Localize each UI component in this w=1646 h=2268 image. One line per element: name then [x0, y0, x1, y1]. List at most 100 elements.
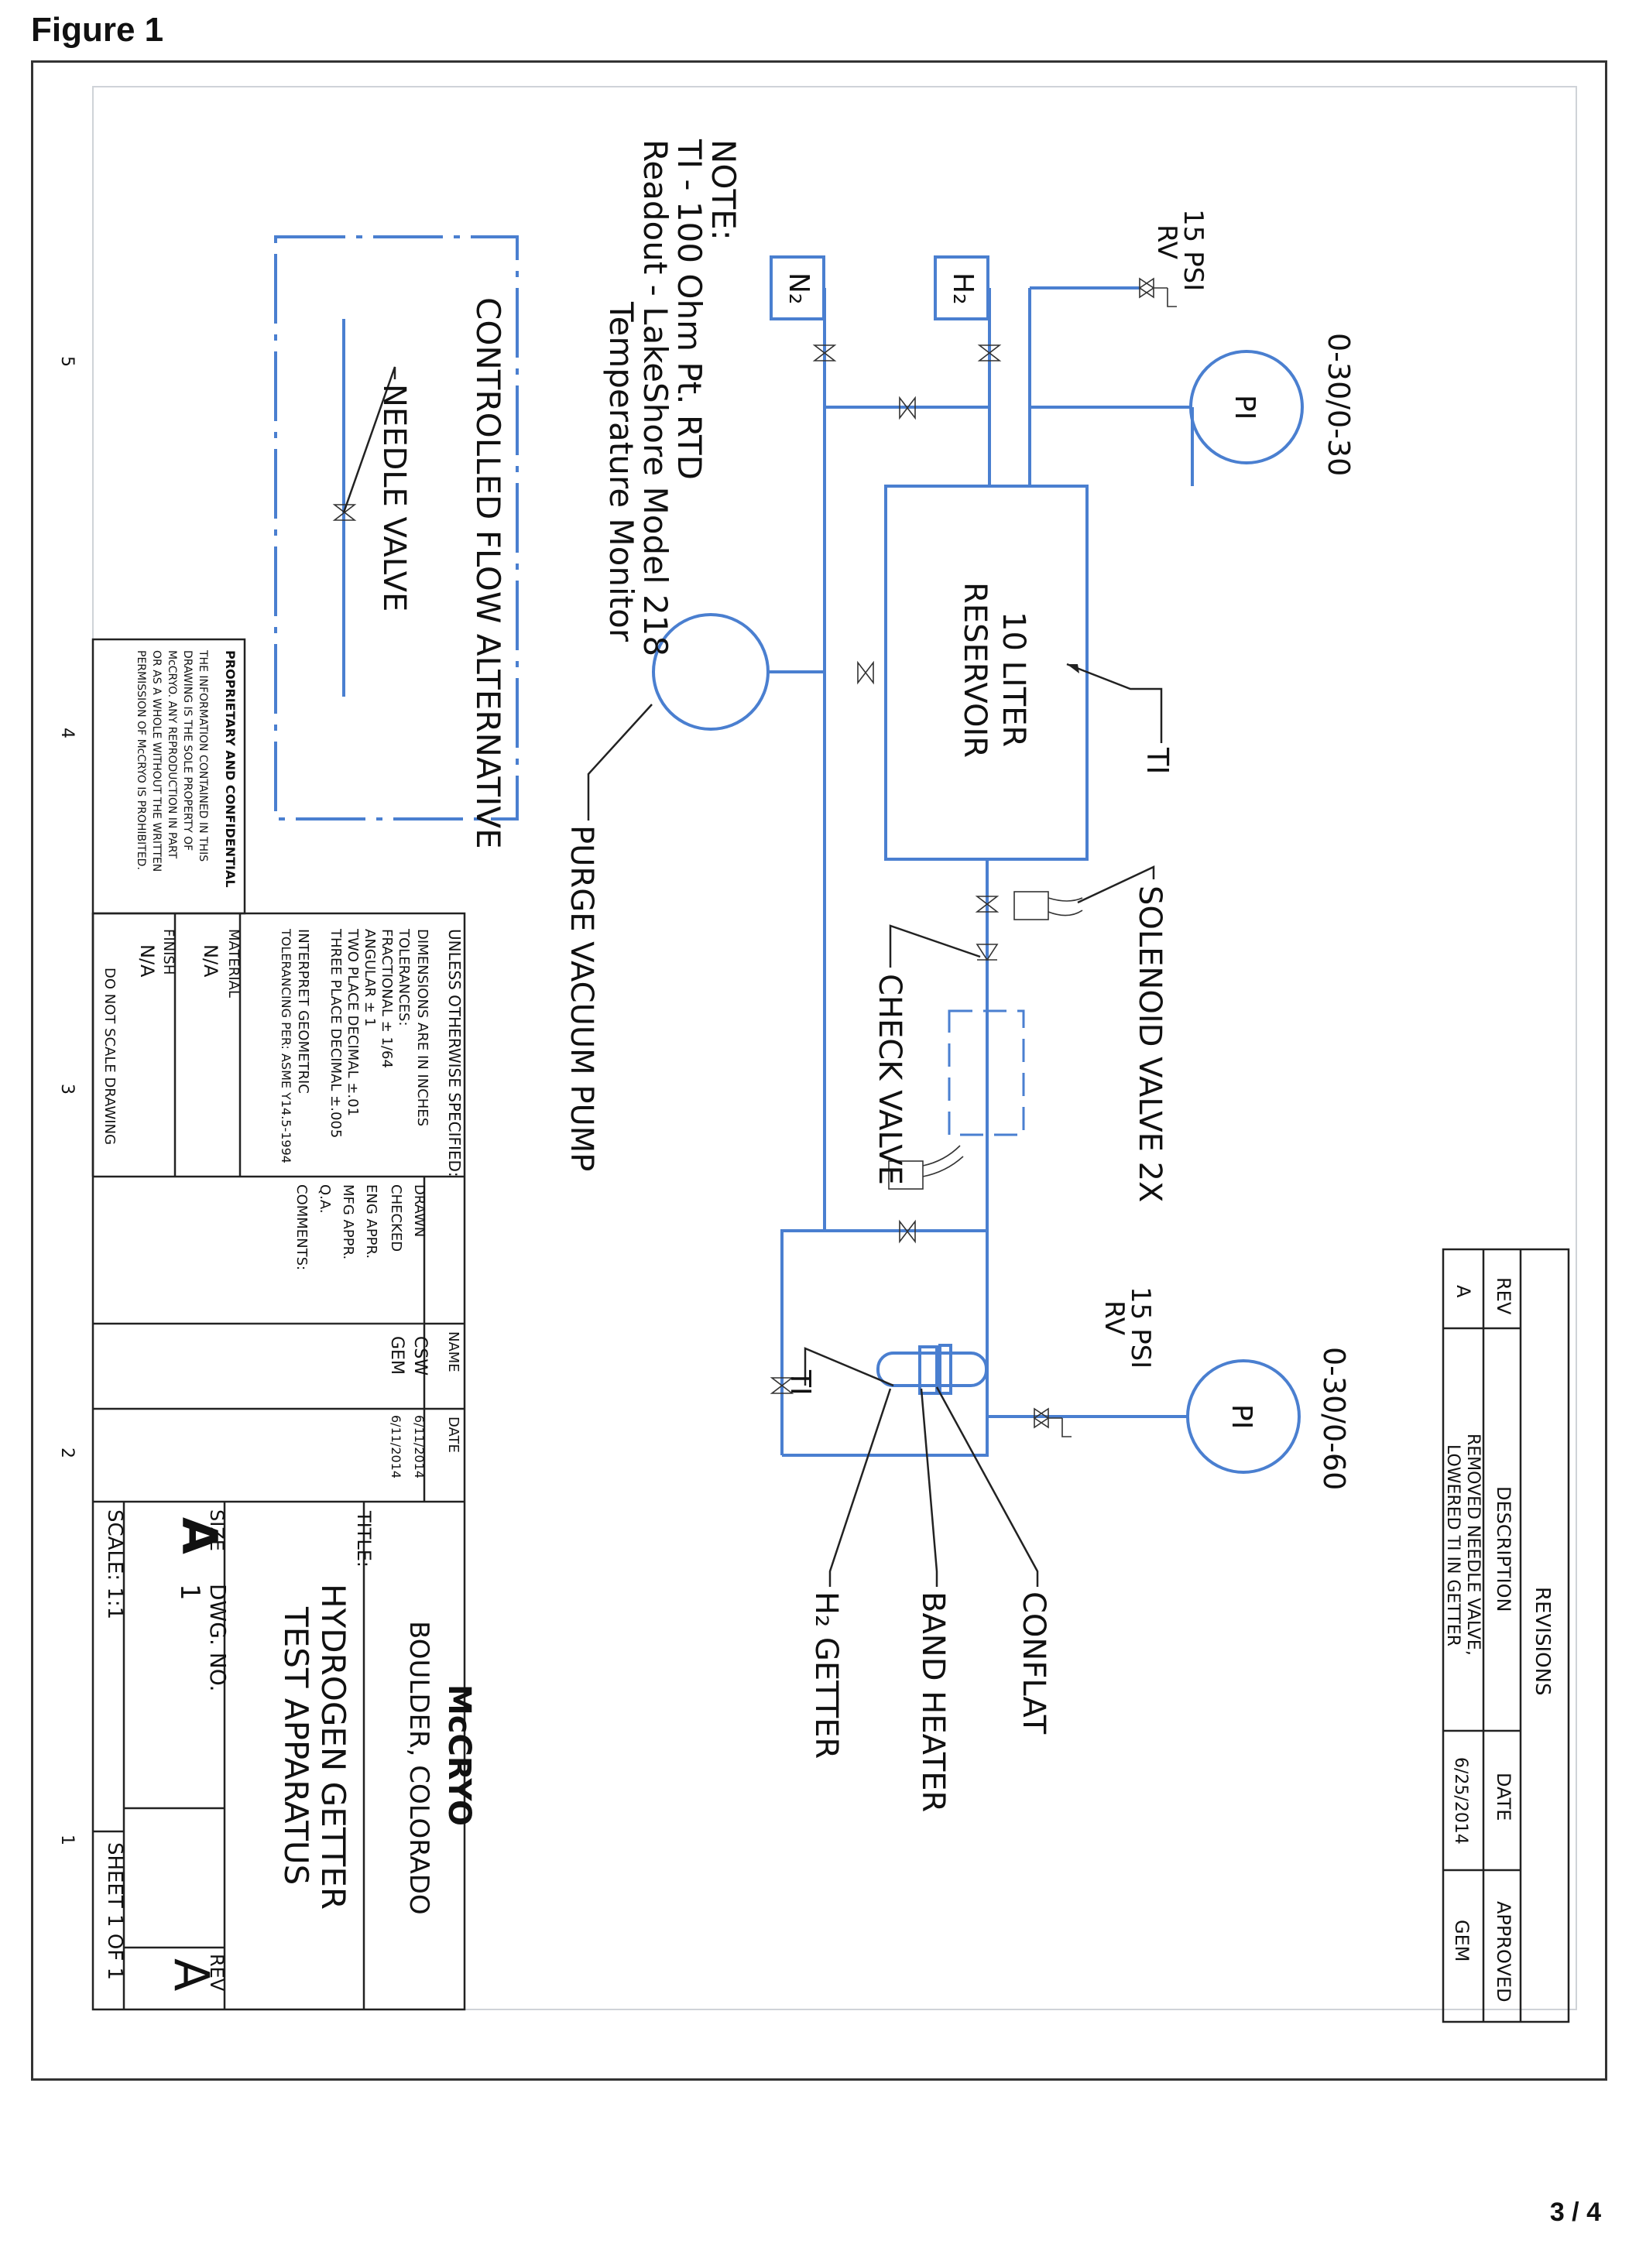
tolerances: TOLERANCES: — [396, 928, 412, 1026]
desc-col-header: DESCRIPTION — [1493, 1486, 1514, 1612]
title-label: TITLE: — [353, 1510, 375, 1567]
valve-solenoid-1 — [975, 896, 1000, 913]
scale-label: SCALE: 1:1 — [103, 1509, 126, 1619]
note-block: NOTE: TI - 100 Ohm Pt. RTD Readout - Lak… — [602, 139, 742, 656]
zone-markers: 5 4 3 2 1 — [57, 356, 77, 1845]
proprietary-line4: OR AS A WHOLE WITHOUT THE WRITTEN — [150, 650, 163, 872]
comments-label: COMMENTS: — [293, 1184, 310, 1270]
drawing-title-line1: HYDROGEN GETTER — [314, 1584, 352, 1910]
dwg-no-label: DWG. NO. — [205, 1584, 231, 1692]
n2-cylinder — [770, 255, 825, 320]
valve-cross — [899, 396, 916, 420]
proprietary-line3: McCRYO. ANY REPRODUCTION IN PART — [166, 650, 178, 859]
solenoid-actuators — [888, 891, 1083, 1190]
valve-n2 — [812, 344, 837, 361]
note-line4: Temperature Monitor — [602, 301, 640, 642]
left-gauge-label: PI — [1229, 395, 1260, 420]
reservoir-line1: 10 LITER — [996, 612, 1031, 747]
right-gauge-label: PI — [1226, 1404, 1257, 1429]
zone-4: 4 — [57, 728, 77, 738]
getter-assembly: TI CONFLAT BAND HEATER H₂ GETTER — [784, 1344, 1051, 1812]
rev-desc-line2: LOWERED TI IN GETTER — [1443, 1444, 1463, 1646]
rev-label-tb: REV — [206, 1954, 228, 1992]
note-line3: Readout - LakeShore Model 218 — [636, 139, 674, 656]
size-label: SIZE — [206, 1509, 228, 1551]
rev-date: 6/25/2014 — [1451, 1757, 1470, 1845]
zone-1: 1 — [57, 1835, 77, 1845]
controlled-flow-box: CONTROLLED FLOW ALTERNATIVE NEEDLE VALVE — [274, 235, 519, 849]
left-gauge-range: 0-30/0-30 — [1322, 333, 1356, 476]
title-block: UNLESS OTHERWISE SPECIFIED: DIMENSIONS A… — [91, 638, 477, 2011]
getter-label: H₂ GETTER — [808, 1591, 844, 1759]
band-heater-label: BAND HEATER — [915, 1591, 951, 1812]
qa-label: Q.A. — [317, 1184, 333, 1214]
drawing-title-line2: TEST APPARATUS — [277, 1606, 315, 1885]
company-name: McCRYO — [441, 1684, 477, 1826]
checked-label: CHECKED — [388, 1184, 404, 1252]
check-valve-symbol — [976, 944, 999, 961]
checked-date: 6/11/2014 — [389, 1415, 403, 1478]
finish-label: FINISH — [160, 929, 177, 975]
reservoir-line2: RESERVOIR — [957, 582, 993, 758]
proprietary-line2: DRAWING IS THE SOLE PROPERTY OF — [181, 650, 194, 851]
getter-ti-label: TI — [784, 1369, 816, 1396]
solenoid-label: SOLENOID VALVE 2X — [1132, 886, 1168, 1202]
rev-value-tb: A — [163, 1958, 220, 1991]
reservoir-ti-label: TI — [1140, 747, 1174, 774]
drawn-date: 6/11/2014 — [412, 1415, 427, 1478]
mfg-appr: MFG APPR. — [340, 1184, 356, 1259]
tol-three-place: THREE PLACE DECIMAL ±.005 — [327, 928, 344, 1138]
right-rv-psi: 15 PSI — [1125, 1286, 1156, 1369]
rev-approved: GEM — [1451, 1920, 1473, 1961]
left-rv-psi: 15 PSI — [1178, 209, 1209, 291]
right-gauge — [1186, 1359, 1301, 1474]
valve-purge — [857, 660, 874, 685]
n2-label: N₂ — [783, 272, 814, 304]
drawn-label: DRAWN — [411, 1184, 427, 1237]
checked-name: GEM — [387, 1336, 406, 1375]
valve-getter — [770, 1377, 794, 1394]
drawn-name: CSW — [410, 1336, 430, 1376]
drawing-frame — [31, 60, 1607, 2081]
pressure-gauges: PI 0-30/0-30 PI 0-30/0-60 15 PSI RV 15 P… — [1099, 209, 1356, 1490]
tol-angular: ANGULAR ± 1 — [362, 929, 378, 1026]
name-col-header: NAME — [445, 1331, 461, 1372]
page-number: 3 / 4 — [1549, 2198, 1601, 2227]
zone-2: 2 — [57, 1447, 77, 1458]
valve-solenoid-2 — [899, 1219, 916, 1244]
material-value: N/A — [200, 944, 221, 978]
approved-col-header: APPROVED — [1493, 1901, 1514, 2002]
dims-inches: DIMENSIONS ARE IN INCHES — [414, 929, 430, 1126]
proprietary-line5: PERMISSION OF McCRYO IS PROHIBITED. — [135, 650, 147, 870]
left-rv-rv: RV — [1151, 224, 1182, 259]
interpret-geometric: INTERPRET GEOMETRIC — [295, 929, 311, 1094]
zone-3: 3 — [57, 1084, 77, 1095]
rev-desc-line1: REMOVED NEEDLE VALVE, — [1463, 1434, 1483, 1656]
piping — [766, 286, 1194, 1457]
date-col-header: DATE — [1493, 1773, 1514, 1821]
conflat-label: CONFLAT — [1016, 1591, 1051, 1735]
hand-valves — [770, 344, 1002, 1394]
note-line2: TI - 100 Ohm Pt. RTD — [670, 139, 708, 480]
right-rv-rv: RV — [1099, 1300, 1130, 1335]
tol-two-place: TWO PLACE DECIMAL ±.01 — [345, 928, 361, 1116]
dwg-no-value: 1 — [174, 1584, 205, 1601]
needle-valve-label: NEEDLE VALVE — [376, 384, 412, 612]
tolerancing-per: TOLERANCING PER: ASME Y14.5-1994 — [279, 928, 293, 1163]
note-line1: NOTE: — [705, 139, 742, 241]
gas-sources: H₂ N₂ — [770, 255, 989, 320]
left-gauge — [1189, 350, 1304, 464]
no-scale: DO NOT SCALE DRAWING — [101, 968, 118, 1145]
check-valve-label: CHECK VALVE — [872, 974, 907, 1185]
rev-value: A — [1452, 1285, 1474, 1298]
date-col-header-tb: DATE — [445, 1417, 461, 1453]
material-label: MATERIAL — [225, 929, 242, 998]
purge-pump-label: PURGE VACUUM PUMP — [564, 825, 599, 1171]
proprietary-heading: PROPRIETARY AND CONFIDENTIAL — [223, 650, 238, 888]
h2-cylinder — [934, 255, 989, 320]
finish-value: N/A — [136, 944, 158, 978]
size-value: A — [171, 1517, 228, 1554]
tol-frac: FRACTIONAL ± 1/64 — [379, 929, 395, 1068]
sheet-label: SHEET 1 OF 1 — [103, 1842, 126, 1980]
